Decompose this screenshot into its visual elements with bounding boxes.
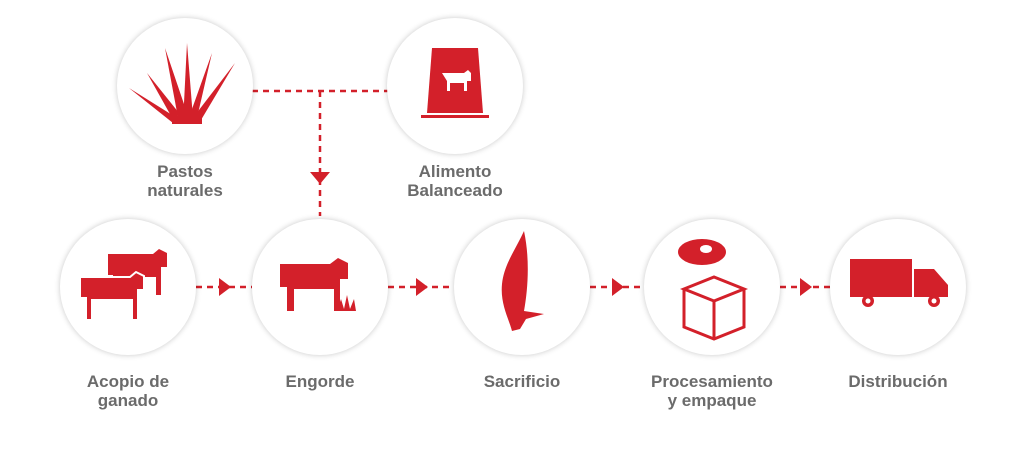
carcass-icon [501, 231, 544, 331]
grass-icon [129, 43, 235, 124]
arrow-right-icon [416, 278, 428, 296]
node-alimento-balanceado [387, 18, 523, 154]
steak-box-icon [678, 239, 749, 341]
node-distribucion [830, 219, 966, 355]
node-engorde [252, 219, 388, 355]
node-acopio-de-ganado [60, 219, 196, 355]
node-procesamiento-y-empaque [644, 219, 780, 355]
label-distribucion: Distribución [848, 372, 948, 391]
truck-icon [850, 259, 948, 307]
arrow-right-icon [800, 278, 812, 296]
arrow-down-icon [310, 172, 330, 184]
node-sacrificio [454, 219, 590, 355]
cow-grazing-icon [280, 258, 356, 311]
feed-bag-icon [421, 48, 489, 118]
node-pastos-naturales [117, 18, 253, 154]
label-sacrificio: Sacrificio [483, 372, 561, 391]
arrow-right-icon [219, 278, 231, 296]
cattle-herd-icon [79, 249, 167, 321]
label-engorde: Engorde [285, 372, 355, 391]
arrow-right-icon [612, 278, 624, 296]
